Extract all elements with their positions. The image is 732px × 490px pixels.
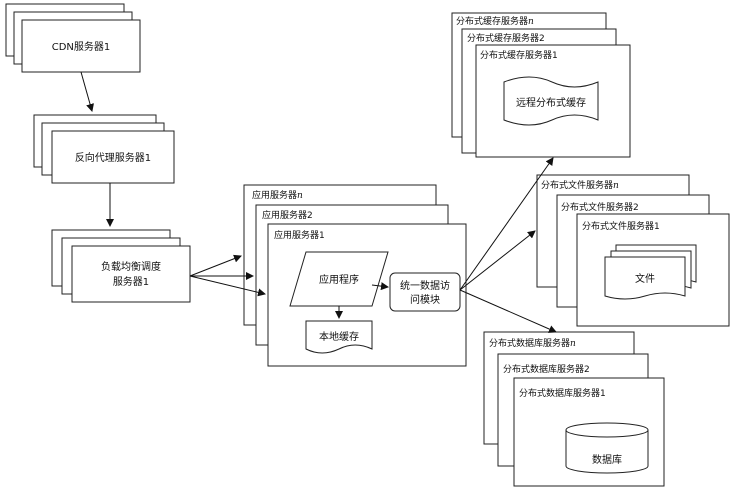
edge-data-access-to-file [459,230,536,291]
app-program-label: 应用程序 [319,273,359,286]
edge-lb-to-app-n [189,254,242,277]
file-doc-shape [604,256,686,300]
database-cylinder-body [565,430,649,474]
local-cache-label: 本地缓存 [319,330,359,343]
data-access-label-line1: 统一数据访 [400,279,450,292]
cache-server-n-title: 分布式缓存服务器n [456,15,534,27]
edge-data-access-to-cache [459,157,554,291]
db-server-1-title: 分布式数据库服务器1 [519,387,606,399]
edge-lb-to-app-1 [189,275,266,297]
remote-cache-label: 远程分布式缓存 [516,96,586,109]
load-balancer-label-line2: 服务器1 [113,275,149,288]
edge-data-access-to-db [459,289,557,333]
edges [80,71,557,333]
cache-server-1-title: 分布式缓存服务器1 [480,49,558,61]
file-server-1-title: 分布式文件服务器1 [582,220,660,232]
app-program-shape [289,251,389,307]
edge-cdn-to-proxy [80,71,94,112]
file-server-stack: 分布式文件服务器n 分布式文件服务器2 分布式文件服务器1 文件 [536,174,730,327]
local-cache-shape [305,320,373,354]
load-balancer-label-line1: 负载均衡调度 [101,260,161,273]
app-server-n-title: 应用服务器n [252,189,303,201]
cdn-server-label: CDN服务器1 [52,40,111,53]
data-access-label-line2: 问模块 [410,293,440,306]
file-server-2-title: 分布式文件服务器2 [561,201,639,213]
file-label: 文件 [635,272,655,285]
load-balancer-stack: 负载均衡调度 服务器1 [51,229,191,303]
load-balancer-box [71,245,191,303]
cache-server-stack: 分布式缓存服务器n 分布式缓存服务器2 分布式缓存服务器1 远程分布式缓存 [451,12,631,158]
reverse-proxy-label: 反向代理服务器1 [75,151,151,164]
app-server-2-title: 应用服务器2 [262,209,313,221]
cdn-server-stack: CDN服务器1 [5,3,141,73]
db-server-2-title: 分布式数据库服务器2 [503,363,590,375]
cdn-server-box [21,19,141,73]
file-server-n-title: 分布式文件服务器n [541,179,619,191]
data-access-module-box [389,272,461,312]
reverse-proxy-stack: 反向代理服务器1 [33,114,175,184]
app-server-1-title: 应用服务器1 [274,229,325,241]
db-server-stack: 分布式数据库服务器n 分布式数据库服务器2 分布式数据库服务器1 数据库 [483,331,665,487]
reverse-proxy-box [51,130,175,184]
app-server-stack: 应用服务器n 应用服务器2 应用服务器1 应用程序 本地缓存 统一数据访 问模块 [243,184,467,367]
db-server-n-title: 分布式数据库服务器n [489,337,576,349]
database-cylinder-top [565,422,649,438]
edge-program-to-data-access [371,282,389,291]
remote-cache-shape [503,76,599,126]
cache-server-2-title: 分布式缓存服务器2 [467,32,545,44]
database-label: 数据库 [592,453,622,466]
